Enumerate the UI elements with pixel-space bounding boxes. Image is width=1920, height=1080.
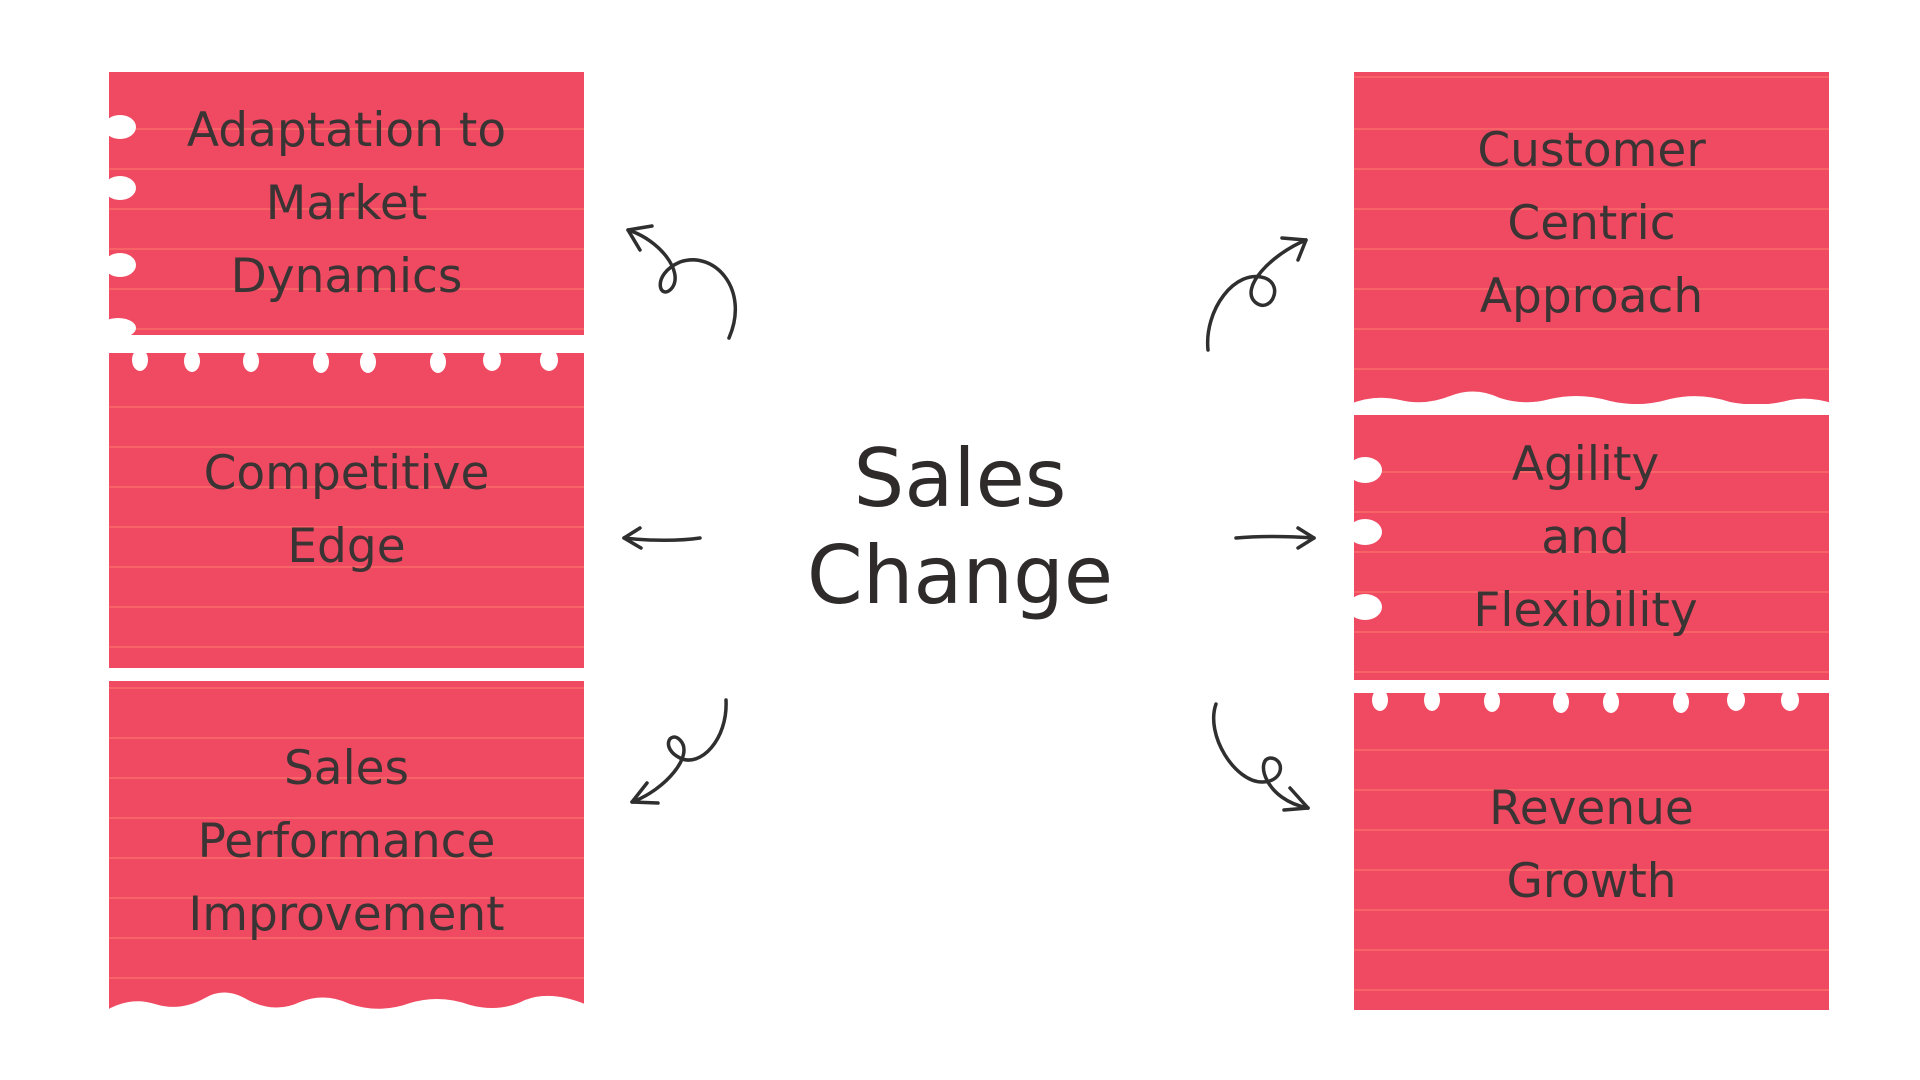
note-label: Competitive Edge	[203, 446, 490, 574]
note-label: Customer Centric Approach	[1477, 123, 1706, 324]
arrow-to-competitive-edge	[622, 526, 702, 550]
arrow-to-adaptation	[626, 224, 737, 340]
note-adaptation-to-market-dynamics: Adaptation to Market Dynamics	[109, 72, 584, 335]
note-sales-performance-improvement: Sales Performance Improvement	[109, 681, 584, 1011]
note-label: Revenue Growth	[1489, 781, 1694, 909]
arrow-to-customer-centric	[1205, 236, 1308, 352]
arrow-to-sales-performance	[630, 698, 728, 805]
center-title: Sales Change	[806, 432, 1114, 622]
note-label: Sales Performance Improvement	[188, 741, 505, 942]
note-revenue-growth: Revenue Growth	[1354, 693, 1829, 1010]
note-agility-and-flexibility: Agility and Flexibility	[1354, 415, 1829, 680]
note-customer-centric-approach: Customer Centric Approach	[1354, 72, 1829, 404]
note-label: Agility and Flexibility	[1473, 437, 1698, 638]
note-competitive-edge: Competitive Edge	[109, 350, 584, 668]
arrow-to-revenue-growth	[1212, 702, 1310, 812]
note-label: Adaptation to Market Dynamics	[186, 103, 507, 304]
arrow-to-agility	[1234, 526, 1316, 550]
